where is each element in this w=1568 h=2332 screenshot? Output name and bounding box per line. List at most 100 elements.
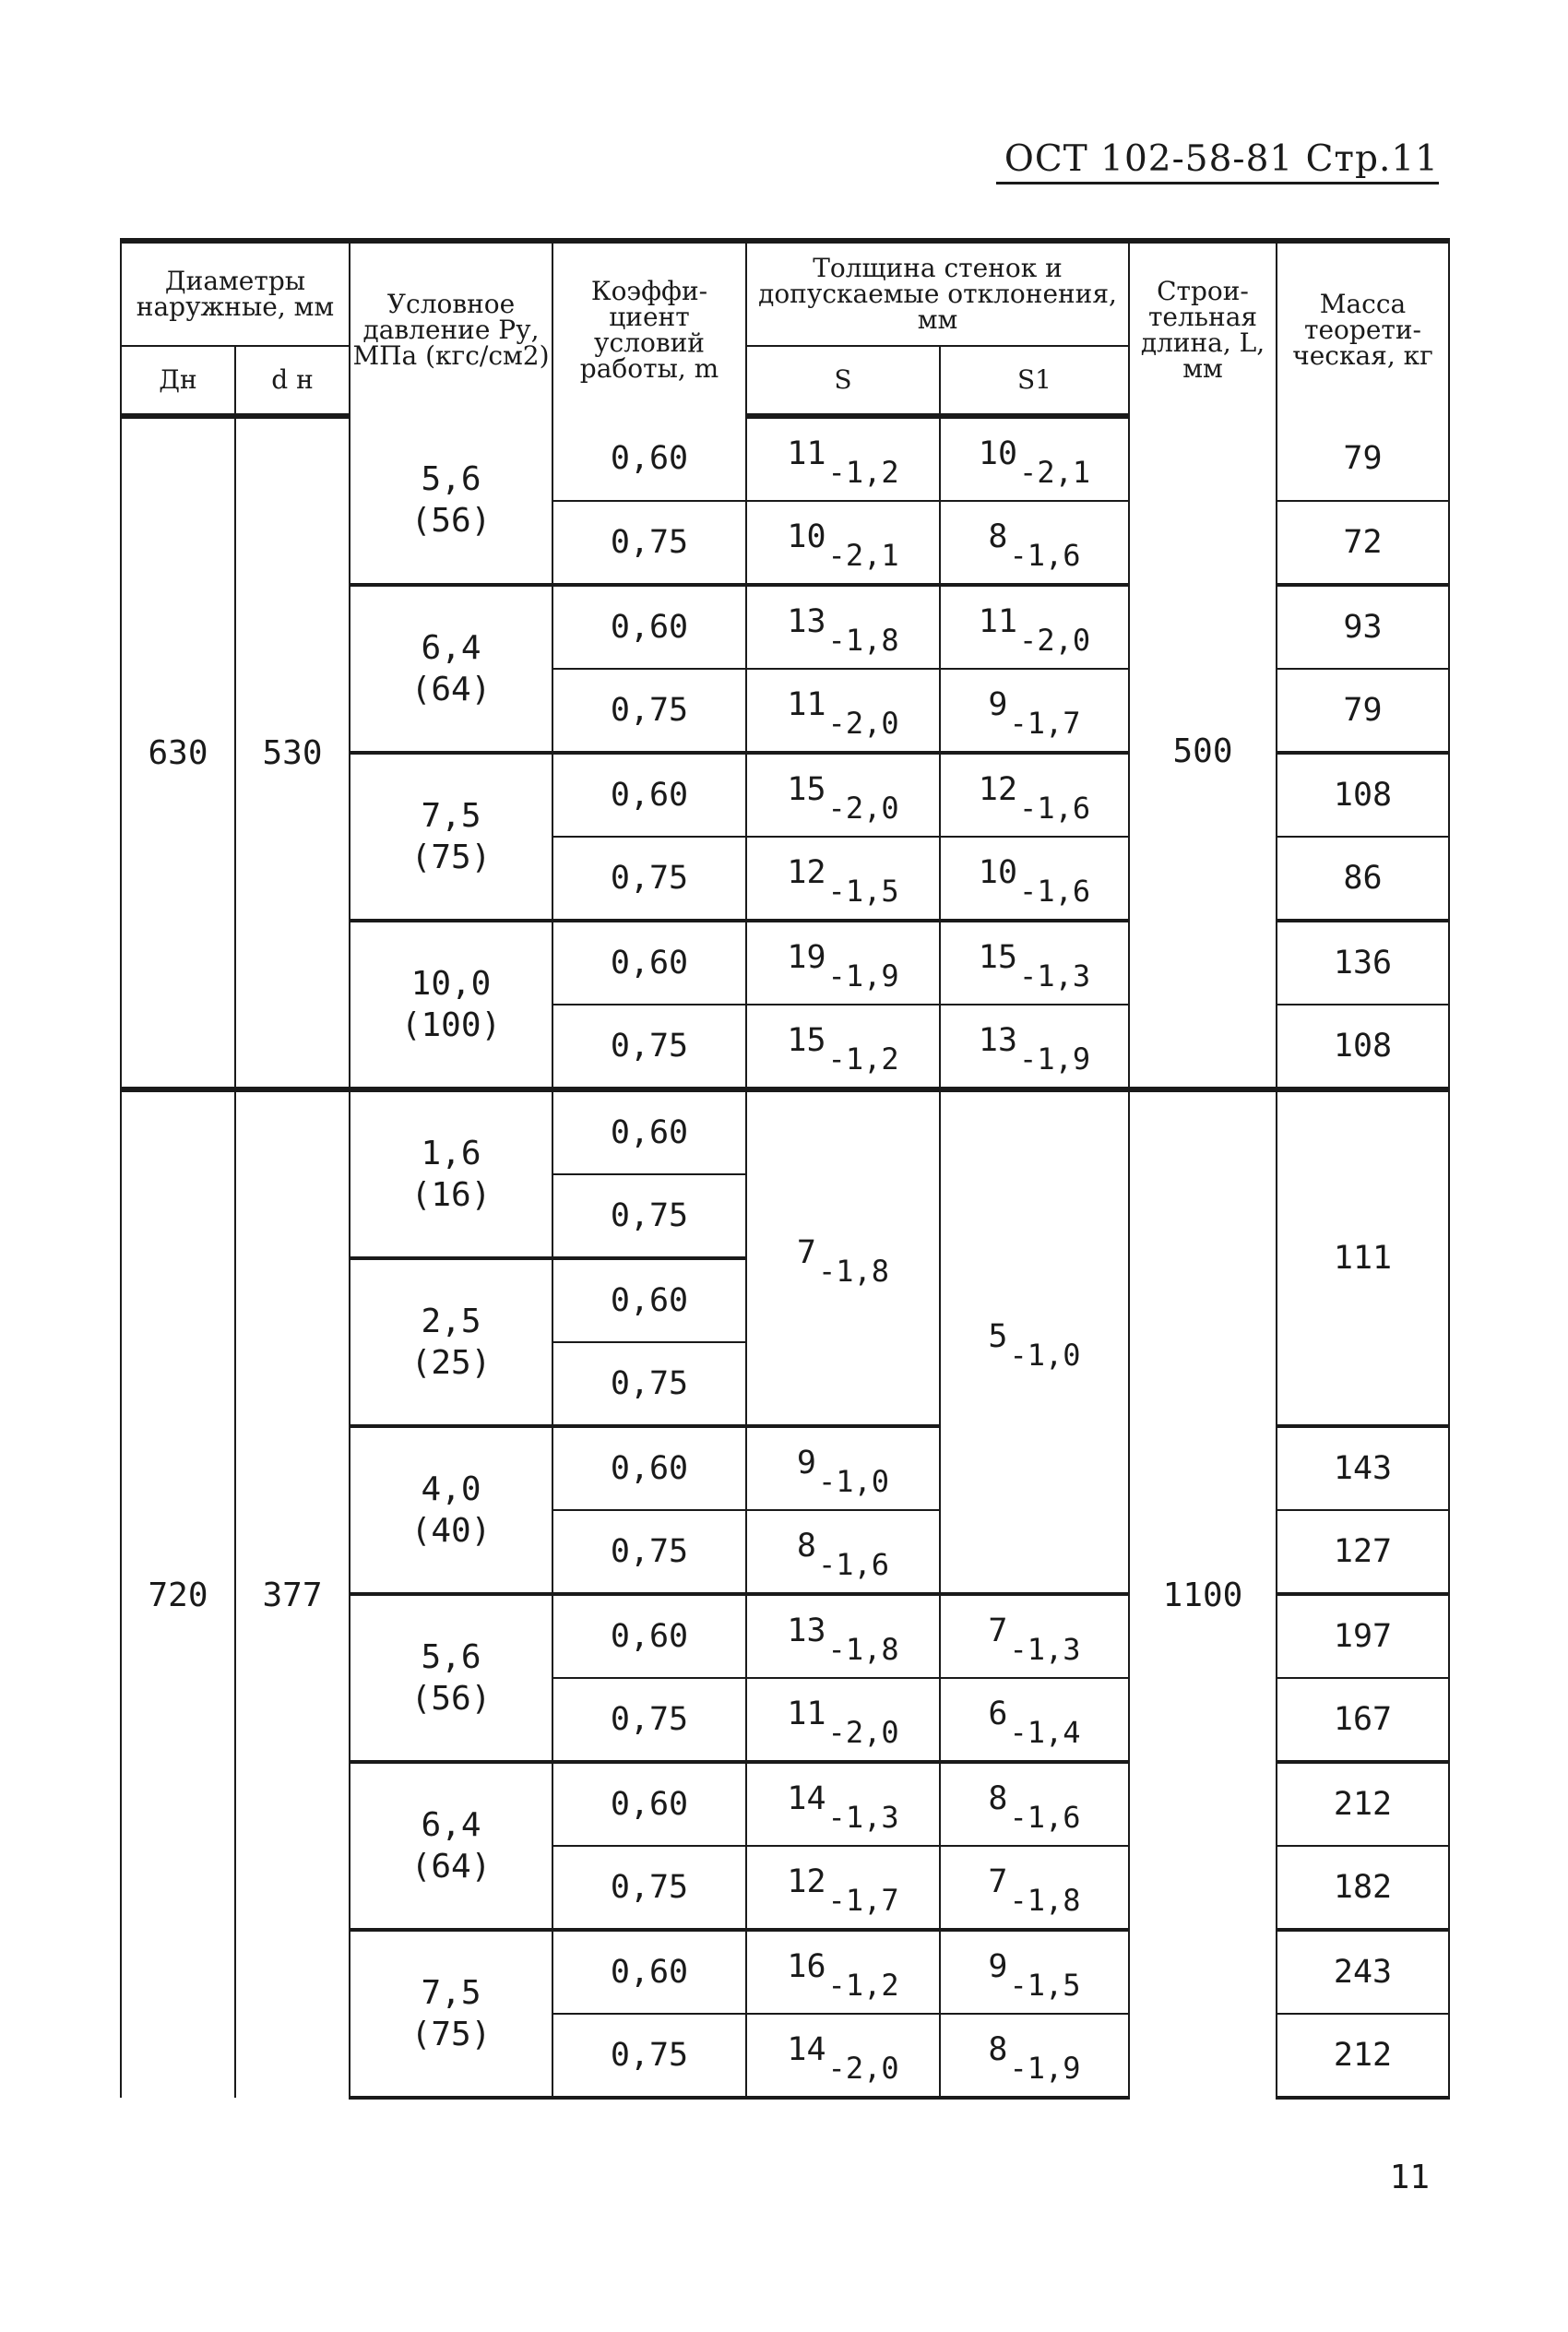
s-cell-tolerance: -1,8 [818,1254,890,1289]
mass-cell: 111 [1276,1087,1450,1428]
s-cell-tolerance: -2,0 [827,791,899,826]
s-cell: 19-1,9 [745,919,941,1005]
mass-cell: 72 [1276,501,1450,585]
coef-cell: 0,75 [552,837,747,921]
pressure-kgf: (75) [410,839,492,876]
pressure-kgf: (100) [400,1006,502,1044]
s-cell-tolerance: -1,3 [827,1800,899,1835]
table-row: 2,5(25)0,60 [121,1256,1449,1428]
s-cell-tolerance: -2,0 [827,1715,899,1750]
s-cell-tolerance: -1,2 [827,455,899,490]
pressure-mpa: 1,6 [421,1135,481,1172]
coef-cell: 0,75 [552,1510,747,1594]
pressure-mpa: 6,4 [421,629,481,667]
mass-cell: 79 [1276,669,1450,753]
pressure-cell: 5,6(56) [349,1592,553,1764]
coef-cell: 0,60 [552,1592,747,1679]
pressure-mpa: 4,0 [421,1470,481,1508]
s1-cell-tolerance: -2,0 [1019,623,1091,658]
s1-cell: 6-1,4 [939,1678,1130,1762]
outer-diameter: 720 [120,1087,236,2098]
pressure-kgf: (56) [410,501,492,540]
s1-cell-tolerance: -1,0 [1009,1338,1081,1373]
s-cell-nominal: 12 [787,854,826,891]
mass-cell: 108 [1276,751,1450,838]
header-mass: Масса теорети- ческая, кг [1276,238,1450,416]
pressure-cell: 6,4(64) [349,1760,553,1932]
pressure-cell: 2,5(25) [349,1256,553,1428]
coef-cell: 0,60 [552,416,747,502]
pressure-mpa: 7,5 [421,1974,481,2012]
pressure-cell: 7,5(75) [349,751,553,922]
coef-cell: 0,60 [552,583,747,670]
pressure-cell: 6,4(64) [349,583,553,755]
header-coef: Коэффи- циент условий работы, m [552,238,747,416]
length-cell: 500 [1128,416,1277,1089]
s-cell-nominal: 11 [787,435,826,472]
mass-cell: 167 [1276,1678,1450,1762]
s-cell-tolerance: -1,2 [827,1041,899,1077]
s-cell-nominal: 11 [787,1695,826,1732]
s-cell: 11-2,0 [745,669,941,753]
s1-cell-nominal: 8 [988,2031,1008,2068]
s1-cell: 7-1,8 [939,1846,1130,1930]
s1-cell-nominal: 7 [988,1612,1008,1649]
mass-cell: 79 [1276,416,1450,502]
s-cell: 7-1,8 [745,1087,941,1428]
coef-cell: 0,60 [552,751,747,838]
s1-cell-tolerance: -1,9 [1009,2051,1081,2086]
header-diameters: Диаметры наружные, мм [120,238,350,346]
s1-cell-tolerance: -1,6 [1019,874,1091,909]
s-cell: 8-1,6 [745,1510,941,1594]
s1-cell: 8-1,6 [939,501,1130,585]
s-cell-nominal: 10 [787,518,826,555]
s1-cell: 11-2,0 [939,583,1130,670]
s-cell: 12-1,7 [745,1846,941,1930]
s1-cell: 10-1,6 [939,837,1130,921]
s-cell-tolerance: -1,9 [827,958,899,993]
s-cell-tolerance: -1,5 [827,874,899,909]
s1-cell: 8-1,6 [939,1760,1130,1847]
table-row: 0,75 [121,1174,1449,1258]
length-cell: 1100 [1128,1087,1277,2098]
s1-cell-tolerance: -1,6 [1019,791,1091,826]
s-cell-nominal: 9 [796,1445,816,1481]
s-cell-tolerance: -1,7 [827,1883,899,1918]
pressure-kgf: (16) [410,1176,492,1214]
header-length: Строи- тельная длина, L, мм [1128,238,1277,416]
pressure-mpa: 5,6 [421,1638,481,1676]
coef-cell: 0,60 [552,919,747,1005]
coef-cell: 0,60 [552,1256,747,1343]
mass-cell: 243 [1276,1928,1450,2015]
header-s1: S1 [939,345,1130,419]
mass-cell: 108 [1276,1005,1450,1089]
s1-cell-nominal: 9 [988,686,1008,723]
header-pressure: Условное давление Pу, МПа (кгс/см2) [349,238,553,416]
s1-cell-tolerance: -1,5 [1009,1968,1081,2003]
pressure-mpa: 5,6 [421,459,481,498]
s-cell: 12-1,5 [745,837,941,921]
s1-cell: 5-1,0 [939,1087,1130,1594]
s-cell-nominal: 12 [787,1863,826,1900]
s-cell: 10-2,1 [745,501,941,585]
s-cell-nominal: 15 [787,1022,826,1059]
s-cell-nominal: 11 [787,686,826,723]
s1-cell: 7-1,3 [939,1592,1130,1679]
s1-cell: 13-1,9 [939,1005,1130,1089]
inner-diameter: 377 [234,1087,350,2098]
s-cell: 14-2,0 [745,2014,941,2100]
s1-cell-nominal: 15 [978,939,1018,976]
pressure-kgf: (64) [410,1848,492,1886]
s1-cell-nominal: 10 [978,435,1018,472]
